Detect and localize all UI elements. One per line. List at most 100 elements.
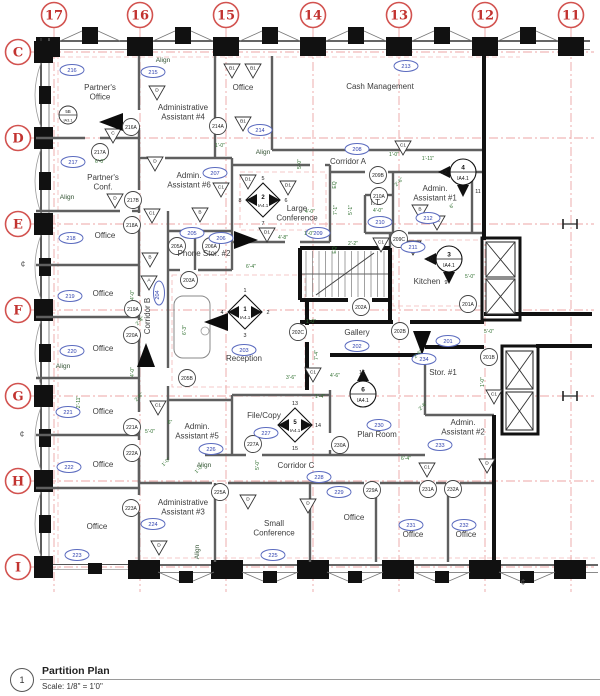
marker-number: 4 xyxy=(461,165,465,172)
column xyxy=(34,470,53,492)
bubble-circle xyxy=(4,467,32,495)
door-tag-label: 223A xyxy=(125,506,137,512)
type-triangle xyxy=(223,63,241,79)
room-name: Assistant #3 xyxy=(161,508,205,517)
door-tag-217B: 217B xyxy=(124,191,142,209)
tag-number: 216 xyxy=(67,68,76,74)
room-name: Conference xyxy=(276,214,318,223)
soffit-dashed-rect xyxy=(239,171,327,231)
partition-type-C1: C1 xyxy=(418,462,436,478)
door-tag-circle xyxy=(209,117,227,135)
column xyxy=(472,37,498,56)
bubble-label: F xyxy=(13,304,23,319)
tag-number: 209 xyxy=(313,231,322,237)
window-line xyxy=(361,571,384,582)
tag-oval xyxy=(253,427,279,439)
mullion-block xyxy=(435,571,449,583)
view-direction-tip xyxy=(443,272,455,284)
room-number-tag: 219 xyxy=(57,290,83,302)
type-triangle xyxy=(299,498,317,514)
bubble-circle xyxy=(4,382,32,410)
bubble-circle xyxy=(4,38,32,66)
window-bow xyxy=(34,406,42,471)
room-name: Assistant #6 xyxy=(167,181,211,190)
diamond-outline xyxy=(277,407,313,443)
type-triangle xyxy=(485,389,503,405)
room-number-tag: 224 xyxy=(140,518,166,530)
column xyxy=(128,560,160,579)
column xyxy=(34,213,53,235)
partition-type-A: A xyxy=(140,275,158,291)
tag-number: 213 xyxy=(401,64,410,70)
room-name: Office xyxy=(93,407,114,416)
stair-break-line xyxy=(315,252,375,296)
dimension-label: 2'-2" xyxy=(348,241,358,247)
bubble-circle xyxy=(4,210,32,238)
type-letter: C1 xyxy=(424,465,430,471)
window-line xyxy=(449,30,473,42)
room-number-tag: 212 xyxy=(415,212,441,224)
type-letter: D1 xyxy=(285,183,291,189)
type-triangle xyxy=(149,400,167,416)
door-tag-209B: 209B xyxy=(369,166,387,184)
door-tag-circle xyxy=(123,418,141,436)
tag-number: 220 xyxy=(67,349,76,355)
type-letter: C1 xyxy=(155,403,161,409)
door-tag-label: 202C xyxy=(292,330,304,336)
tag-oval xyxy=(415,212,441,224)
partition-type-B: B xyxy=(141,252,159,268)
bubble-circle xyxy=(4,296,32,324)
marker-number: 5 xyxy=(293,420,297,426)
type-triangle xyxy=(239,494,257,510)
door-tag-label: 205B xyxy=(181,376,193,382)
partition-type-D: D xyxy=(478,458,496,474)
room-name: Assistant #2 xyxy=(441,428,485,437)
dimension-label: 6'-4" xyxy=(401,456,411,462)
elevator-x xyxy=(505,391,534,431)
partition-type-D: D xyxy=(146,156,164,172)
exterior-walls xyxy=(34,27,598,583)
diamond-tip xyxy=(251,306,262,318)
tag-number: 210 xyxy=(375,220,384,226)
room-number-tag: 202 xyxy=(344,340,370,352)
door-tag-202C: 202C xyxy=(289,323,307,341)
window-bow xyxy=(34,491,42,557)
dimension-label: 1'-0" xyxy=(306,319,316,325)
window-line xyxy=(448,571,471,582)
type-letter: A xyxy=(147,278,151,284)
room-name: I.T. xyxy=(371,198,382,207)
window-line xyxy=(241,571,264,582)
partition-type-C1: C1 xyxy=(304,367,322,383)
view-direction-tip xyxy=(424,253,436,265)
door-tag-circle xyxy=(91,143,109,161)
door-tag-label: 203A xyxy=(183,278,195,284)
bubble-circle xyxy=(557,1,585,29)
tag-number: 228 xyxy=(314,475,323,481)
door-tag-circle xyxy=(459,295,477,313)
section-arrow-left xyxy=(99,113,123,131)
dimension-label: 4'-0" xyxy=(130,290,136,300)
door-tag-circle xyxy=(123,326,141,344)
window-line xyxy=(363,30,387,42)
column xyxy=(386,37,412,56)
room-number-tag: 204 xyxy=(153,280,165,306)
type-letter: D1 xyxy=(264,230,270,236)
door-tag-label: 227A xyxy=(247,442,259,448)
type-letter: B xyxy=(198,210,201,216)
room-number-tag: 211 xyxy=(400,241,426,253)
callout-number: 5B xyxy=(65,109,70,114)
room-name: Gallery xyxy=(344,328,369,337)
door-tag-label: 217B xyxy=(127,198,139,204)
view-direction-tip xyxy=(357,369,369,381)
centerline-symbol: ¢ xyxy=(20,430,24,439)
tag-number: 215 xyxy=(148,70,157,76)
bubble-label: D xyxy=(12,132,23,147)
